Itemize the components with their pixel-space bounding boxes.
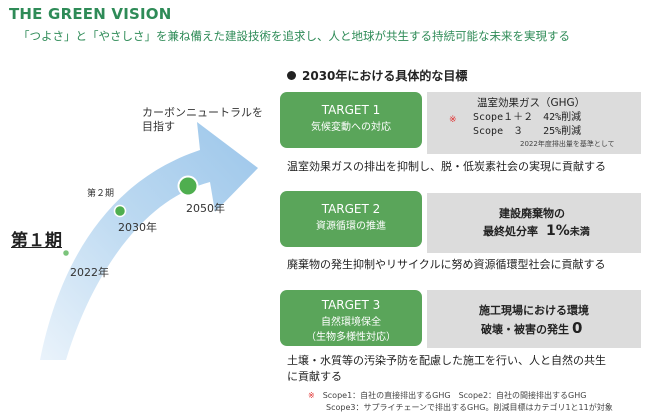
target-2-goal-suffix: 未満 [569,227,590,238]
target-2-goal-box: 建設廃棄物の 最終処分率 1%未満 [427,193,641,253]
carbon-neutral-label-line2: 目指す [142,120,175,133]
target-1-scope3: Scope ３ 25%削減 [473,126,582,137]
footnote-asterisk-icon: ※ [308,391,315,400]
phase1-label: 第１期 [11,231,62,251]
target-3-sub2: （生物多様性対応） [306,332,396,343]
phase2-label: 第２期 [87,189,115,199]
footnote-line2: Scope3：サプライチェーンで排出するGHG。削減目標はカテゴリ1と11が対象 [326,403,613,412]
target-3-goal-title: 施工現場における環境 [479,304,589,317]
target-2-description: 廃棄物の発生抑制やリサイクルに努め資源循環型社会に貢献する [287,258,606,271]
target-3-goal-value: 0 [572,319,583,337]
timeline-arrow-graphic [40,122,258,360]
vision-tagline: 「つよさ」と「やさしさ」を兼ね備えた建設技術を追求し、人と地球が共生する持続可能… [18,29,570,43]
year-2050-label: 2050年 [186,202,225,215]
year-2030-label: 2030年 [118,221,157,234]
target-2-box: TARGET 2 資源循環の推進 [280,191,422,247]
target-2-goal-title: 建設廃棄物の [499,207,565,220]
target-1-goal-title: 温室効果ガス（GHG） [477,97,586,109]
milestone-2030-dot [113,204,127,218]
target-1-scope12: Scope１＋２ 42%削減 [473,112,582,123]
milestone-2050-dot [177,175,199,197]
target-2-goal-prefix: 最終処分率 [483,225,538,238]
target-2-goal-value: 1% [546,223,570,239]
asterisk-icon: ※ [449,115,457,125]
target-1-label: TARGET 1 [321,103,381,117]
target-1-sub: 気候変動への対応 [311,122,391,133]
target-3-description-line1: 土壌・水質等の汚染予防を配慮した施工を行い、人と自然の共生 [287,354,606,367]
target-1-description: 温室効果ガスの排出を抑制し、脱・低炭素社会の実現に貢献する [287,160,606,173]
timeline-arrow [40,122,258,360]
target-3-goal-prefix: 破壊・被害の発生 [481,323,569,336]
footnote-line1-text: Scope1：自社の直接排出するGHG Scope2：自社の間接排出するGHG [322,391,587,400]
target-2-label: TARGET 2 [321,202,381,216]
footnote-line1: ※ Scope1：自社の直接排出するGHG Scope2：自社の間接排出するGHG [308,390,586,401]
bullet-icon [287,71,296,80]
target-1-baseline-note: 2022年度排出量を基準として [520,140,615,148]
target-2-sub: 資源循環の推進 [316,221,386,232]
target-3-description-line2: に貢献する [287,370,342,383]
goals-heading: 2030年における具体的な目標 [287,67,467,84]
goals-heading-text: 2030年における具体的な目標 [302,69,468,83]
target-2-goal: 最終処分率 1%未満 [483,223,590,239]
page-title: THE GREEN VISION [9,5,172,23]
milestone-2022-dot [61,248,71,258]
year-2022-label: 2022年 [70,266,109,279]
target-1-goal-box: 温室効果ガス（GHG） ※ Scope１＋２ 42%削減 Scope ３ 25%… [427,92,641,154]
carbon-neutral-label-line1: カーボンニュートラルを [142,106,263,119]
target-1-box: TARGET 1 気候変動への対応 [280,92,422,148]
target-3-sub1: 自然環境保全 [321,317,381,328]
target-3-label: TARGET 3 [321,298,381,312]
target-3-box: TARGET 3 自然環境保全 （生物多様性対応） [280,290,422,346]
